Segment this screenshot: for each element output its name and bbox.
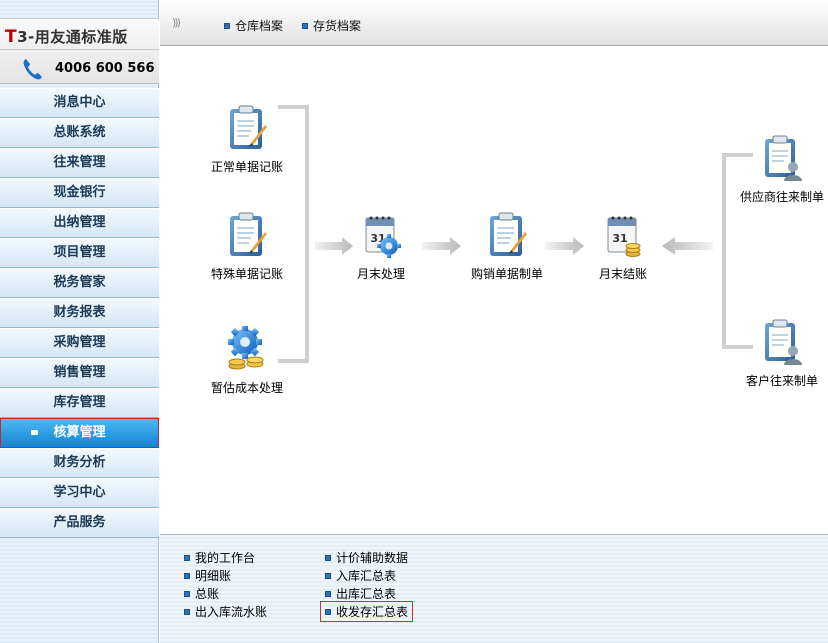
sidebar-item-3[interactable]: 现金银行: [0, 178, 159, 208]
bullet-icon: [184, 609, 190, 615]
bullet-icon: [325, 609, 331, 615]
sidebar-item-label: 采购管理: [53, 335, 106, 350]
sidebar-item-label: 销售管理: [53, 365, 106, 380]
sidebar-item-label: 财务报表: [53, 305, 106, 320]
sidebar-item-label: 项目管理: [53, 245, 106, 260]
sidebar-item-2[interactable]: 往来管理: [0, 148, 159, 178]
sidebar-item-5[interactable]: 项目管理: [0, 238, 159, 268]
gear-coins-icon: [228, 325, 264, 370]
sidebar-item-0[interactable]: 消息中心: [0, 88, 159, 118]
quick-links-panel: 我的工作台 明细账 总账 出入库流水账 计价辅助数据 入库汇总表 出库汇总表 收…: [160, 534, 828, 643]
sidebar-item-label: 学习中心: [53, 485, 106, 500]
sidebar-item-label: 税务管家: [53, 275, 106, 290]
active-bullet-icon: [31, 430, 38, 435]
link-warehouse-archive[interactable]: 仓库档案: [224, 17, 283, 34]
phone-icon: [23, 59, 42, 80]
link-general-ledger[interactable]: 总账: [184, 585, 219, 602]
bullet-icon: [325, 591, 331, 597]
clipboard-pen-icon: [230, 105, 267, 149]
flow-diagram: 正常单据记账 特殊单据记账: [160, 47, 828, 534]
bullet-icon: [224, 23, 230, 29]
sidebar-item-4[interactable]: 出纳管理: [0, 208, 159, 238]
sidebar-nav: 消息中心总账系统往来管理现金银行出纳管理项目管理税务管家财务报表采购管理销售管理…: [0, 88, 159, 538]
sidebar-item-label: 现金银行: [53, 185, 106, 200]
link-inventory-archive[interactable]: 存货档案: [302, 17, 361, 34]
sidebar: T3-用友通标准版 4006 600 566 消息中心总账系统往来管理现金银行出…: [0, 0, 159, 643]
calendar-coins-icon: 31: [607, 216, 641, 257]
sidebar-item-7[interactable]: 财务报表: [0, 298, 159, 328]
sidebar-item-8[interactable]: 采购管理: [0, 328, 159, 358]
clipboard-person-icon: [765, 135, 802, 181]
sidebar-item-label: 库存管理: [53, 395, 106, 410]
svg-text:31: 31: [612, 232, 627, 245]
brand-divider: [0, 49, 159, 50]
node-normal-entry[interactable]: 正常单据记账: [208, 105, 286, 175]
sidebar-item-label: 核算管理: [53, 425, 106, 440]
clipboard-pen-icon: [230, 212, 267, 256]
flow-connectors: [278, 105, 753, 363]
link-stock-journal[interactable]: 出入库流水账: [184, 603, 267, 620]
calendar-gear-icon: 31: [365, 216, 401, 258]
node-month-end-process[interactable]: 31 月末处理: [348, 212, 414, 282]
link-pricing-aux-data[interactable]: 计价辅助数据: [325, 549, 408, 566]
sidebar-item-9[interactable]: 销售管理: [0, 358, 159, 388]
sidebar-item-label: 总账系统: [53, 125, 106, 140]
node-purchase-sales-voucher[interactable]: 购销单据制单: [464, 212, 550, 282]
sidebar-item-13[interactable]: 学习中心: [0, 478, 159, 508]
sidebar-item-label: 消息中心: [53, 95, 106, 110]
bullet-icon: [184, 591, 190, 597]
sidebar-item-1[interactable]: 总账系统: [0, 118, 159, 148]
brand-panel: T3-用友通标准版 4006 600 566: [0, 18, 159, 84]
clipboard-person-icon: [765, 319, 802, 365]
clipboard-pen-icon: [490, 212, 527, 256]
brand-phone: 4006 600 566: [55, 61, 155, 76]
sidebar-item-12[interactable]: 财务分析: [0, 448, 159, 478]
sidebar-item-6[interactable]: 税务管家: [0, 268, 159, 298]
bullet-icon: [302, 23, 308, 29]
top-toolbar: ))) 仓库档案 存货档案: [160, 0, 828, 46]
node-supplier-voucher[interactable]: 供应商往来制单: [736, 135, 828, 205]
sidebar-item-11[interactable]: 核算管理: [0, 418, 159, 448]
link-my-workbench[interactable]: 我的工作台: [184, 549, 255, 566]
collapse-arrows-icon[interactable]: ))): [172, 16, 181, 29]
node-customer-voucher[interactable]: 客户往来制单: [740, 319, 824, 389]
link-inbound-summary[interactable]: 入库汇总表: [325, 567, 396, 584]
sidebar-item-10[interactable]: 库存管理: [0, 388, 159, 418]
link-detail-ledger[interactable]: 明细账: [184, 567, 231, 584]
link-outbound-summary[interactable]: 出库汇总表: [325, 585, 396, 602]
brand-title: T3-用友通标准版: [5, 27, 128, 47]
link-inventory-summary[interactable]: 收发存汇总表: [320, 601, 414, 622]
node-special-entry[interactable]: 特殊单据记账: [208, 212, 286, 282]
bullet-icon: [325, 573, 331, 579]
sidebar-item-label: 出纳管理: [53, 215, 106, 230]
bullet-icon: [184, 573, 190, 579]
node-month-end-close[interactable]: 31 月末结账: [590, 212, 656, 282]
sidebar-item-label: 产品服务: [53, 515, 106, 530]
bullet-icon: [184, 555, 190, 561]
bullet-icon: [325, 555, 331, 561]
sidebar-item-14[interactable]: 产品服务: [0, 508, 159, 538]
sidebar-item-label: 财务分析: [53, 455, 106, 470]
node-estimate-cost[interactable]: 暂估成本处理: [208, 325, 286, 396]
sidebar-item-label: 往来管理: [53, 155, 106, 170]
